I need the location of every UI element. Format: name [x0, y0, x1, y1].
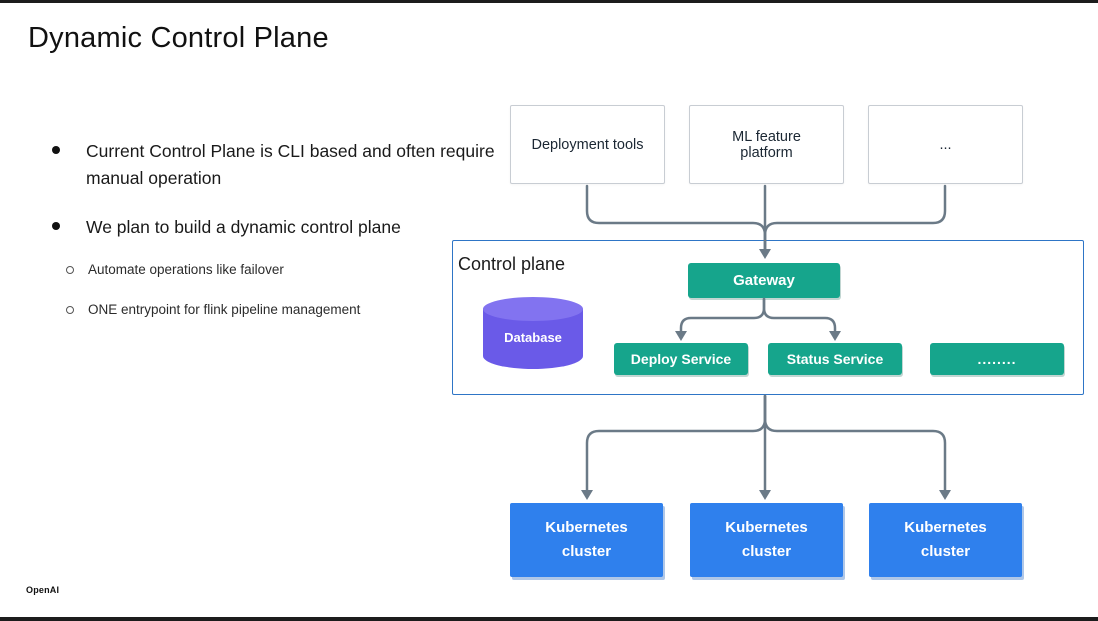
sub-bullet-text: ONE entrypoint for flink pipeline manage…	[88, 302, 361, 317]
arrowhead-icon	[939, 490, 951, 500]
open-bullet-icon	[66, 266, 74, 274]
slide-title: Dynamic Control Plane	[28, 22, 329, 54]
kubernetes-cluster-box-3: Kubernetes cluster	[869, 503, 1022, 577]
bullet-dot-icon	[52, 146, 60, 154]
database-label: Database	[504, 330, 562, 345]
database-cylinder-icon	[483, 297, 583, 369]
source-box-deployment-tools: Deployment tools	[510, 105, 665, 184]
bullet-item-1: Current Control Plane is CLI based and o…	[52, 138, 502, 192]
openai-logo: OpenAI	[26, 585, 60, 595]
deploy-service-box: Deploy Service	[614, 343, 748, 375]
bullet-item-2: We plan to build a dynamic control plane	[52, 214, 502, 241]
source-box-ml-feature-platform: ML feature platform	[689, 105, 844, 184]
control-plane-label: Control plane	[458, 254, 566, 274]
slide-bottom-border	[0, 617, 1098, 621]
sub-bullet-item-1: Automate operations like failover	[66, 261, 466, 280]
arrowhead-icon	[581, 490, 593, 500]
database-cylinder: Database	[479, 296, 587, 372]
sub-bullet-item-2: ONE entrypoint for flink pipeline manage…	[66, 301, 466, 320]
source-box-ellipsis: ...	[868, 105, 1023, 184]
connector-path	[585, 394, 767, 493]
kubernetes-cluster-box-2: Kubernetes cluster	[690, 503, 843, 577]
bullet-text: We plan to build a dynamic control plane	[86, 217, 401, 237]
sub-bullet-text: Automate operations like failover	[88, 262, 284, 277]
kubernetes-cluster-box-1: Kubernetes cluster	[510, 503, 663, 577]
more-services-box: ........	[930, 343, 1064, 375]
arrowhead-icon	[759, 490, 771, 500]
open-bullet-icon	[66, 306, 74, 314]
connector-path	[763, 394, 947, 493]
status-service-box: Status Service	[768, 343, 902, 375]
bullet-text: Current Control Plane is CLI based and o…	[86, 141, 495, 189]
slide-top-border	[0, 0, 1098, 3]
gateway-box: Gateway	[688, 263, 840, 298]
bullet-dot-icon	[52, 222, 60, 230]
